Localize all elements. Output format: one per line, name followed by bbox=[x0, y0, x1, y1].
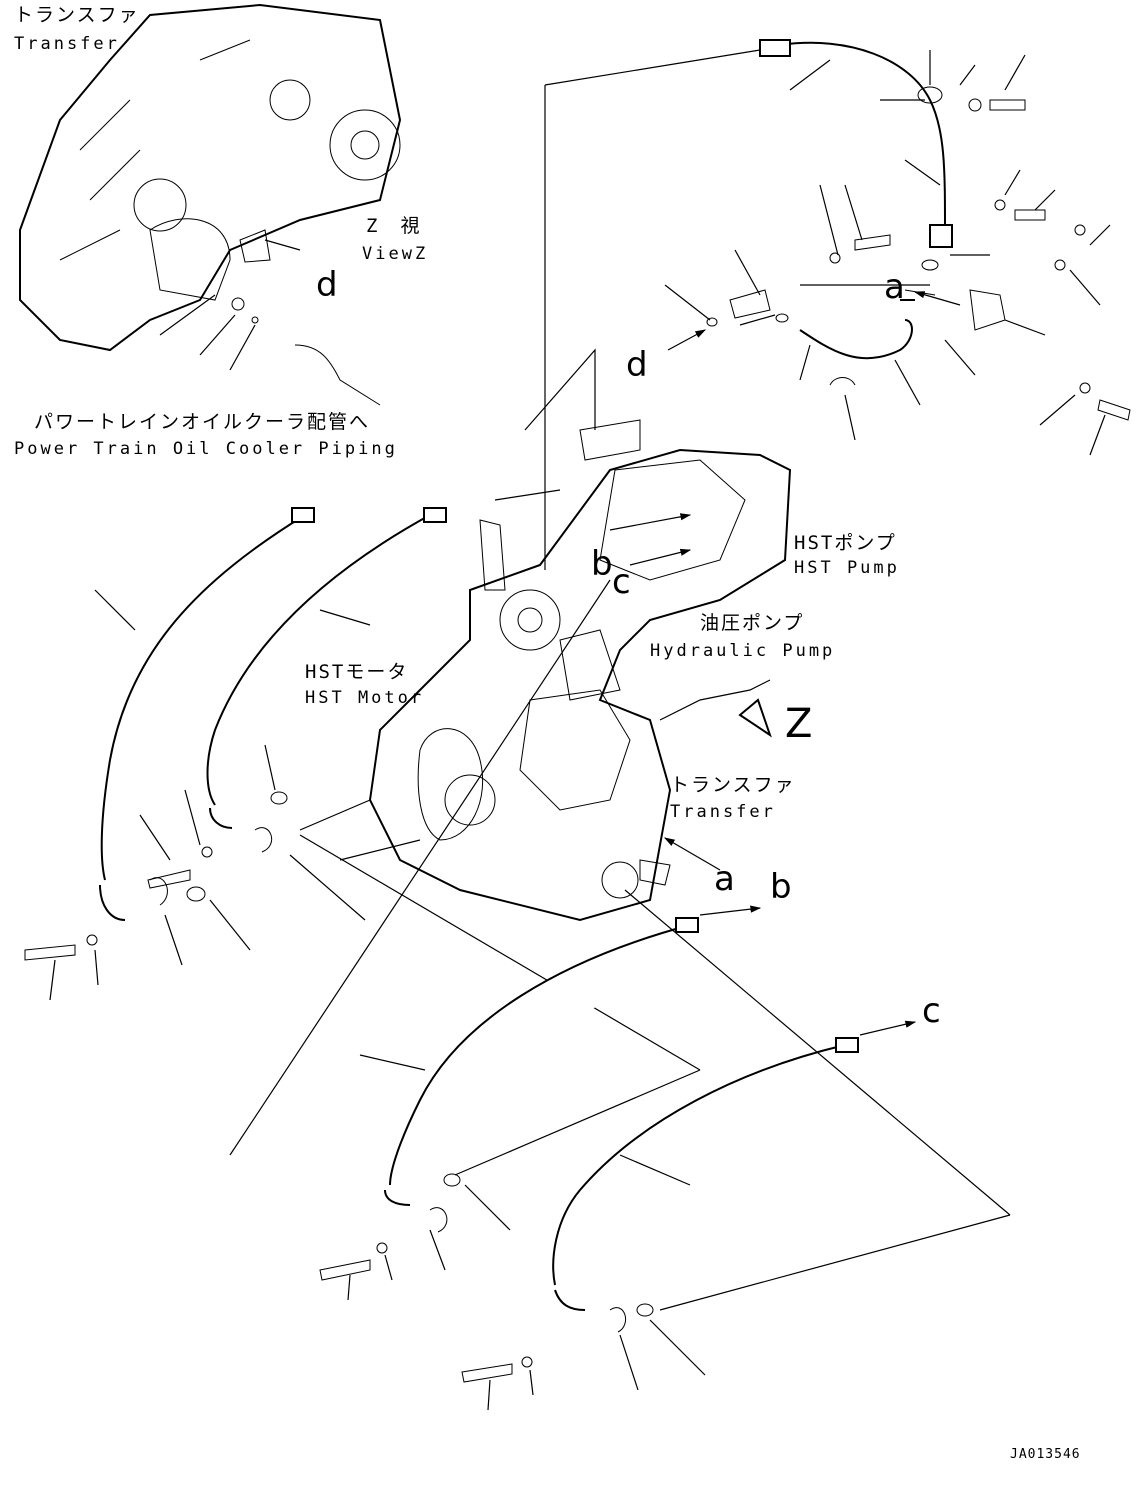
transfer-top-label-ja: トランスファ bbox=[14, 4, 140, 26]
transfer-mid-label-ja: トランスファ bbox=[670, 774, 796, 796]
hst-motor-label-en: HST Motor bbox=[305, 688, 425, 708]
left-hoses bbox=[24, 507, 447, 1001]
hst-pump-label-ja: HSTポンプ bbox=[794, 532, 897, 554]
callout-d-mid: d bbox=[626, 345, 648, 385]
central-pump-assembly bbox=[229, 49, 792, 1156]
view-z-label-ja: Z 視 bbox=[366, 215, 422, 237]
callout-a-low: a bbox=[714, 859, 735, 899]
upper-pipe-assembly bbox=[664, 39, 1131, 456]
lower-hoses bbox=[319, 889, 1011, 1411]
hydraulic-pump-label-ja: 油圧ポンプ bbox=[700, 612, 805, 634]
callout-c-low: c bbox=[922, 991, 941, 1031]
callout-c-mid: c bbox=[612, 562, 631, 602]
view-z-label-en: ViewZ bbox=[362, 244, 429, 264]
oil-cooler-label-en: Power Train Oil Cooler Piping bbox=[14, 439, 398, 459]
hst-pump-label-en: HST Pump bbox=[794, 558, 900, 578]
hydraulic-pump-label-en: Hydraulic Pump bbox=[650, 641, 836, 661]
callout-b-low: b bbox=[770, 867, 792, 907]
callout-d-top: d bbox=[316, 265, 338, 305]
callout-b-mid: b bbox=[591, 544, 613, 584]
transfer-mid-label-en: Transfer bbox=[670, 802, 776, 822]
oil-cooler-label-ja: パワートレインオイルクーラ配管へ bbox=[34, 411, 371, 433]
transfer-top-label-en: Transfer bbox=[14, 34, 120, 54]
drawing-code: JA013546 bbox=[1010, 1447, 1081, 1462]
hst-motor-label-ja: HSTモータ bbox=[305, 661, 409, 683]
callout-a-top: a bbox=[884, 267, 905, 307]
transfer-view-z-illustration bbox=[19, 3, 402, 406]
view-z-arrow-label: Z bbox=[785, 701, 813, 747]
